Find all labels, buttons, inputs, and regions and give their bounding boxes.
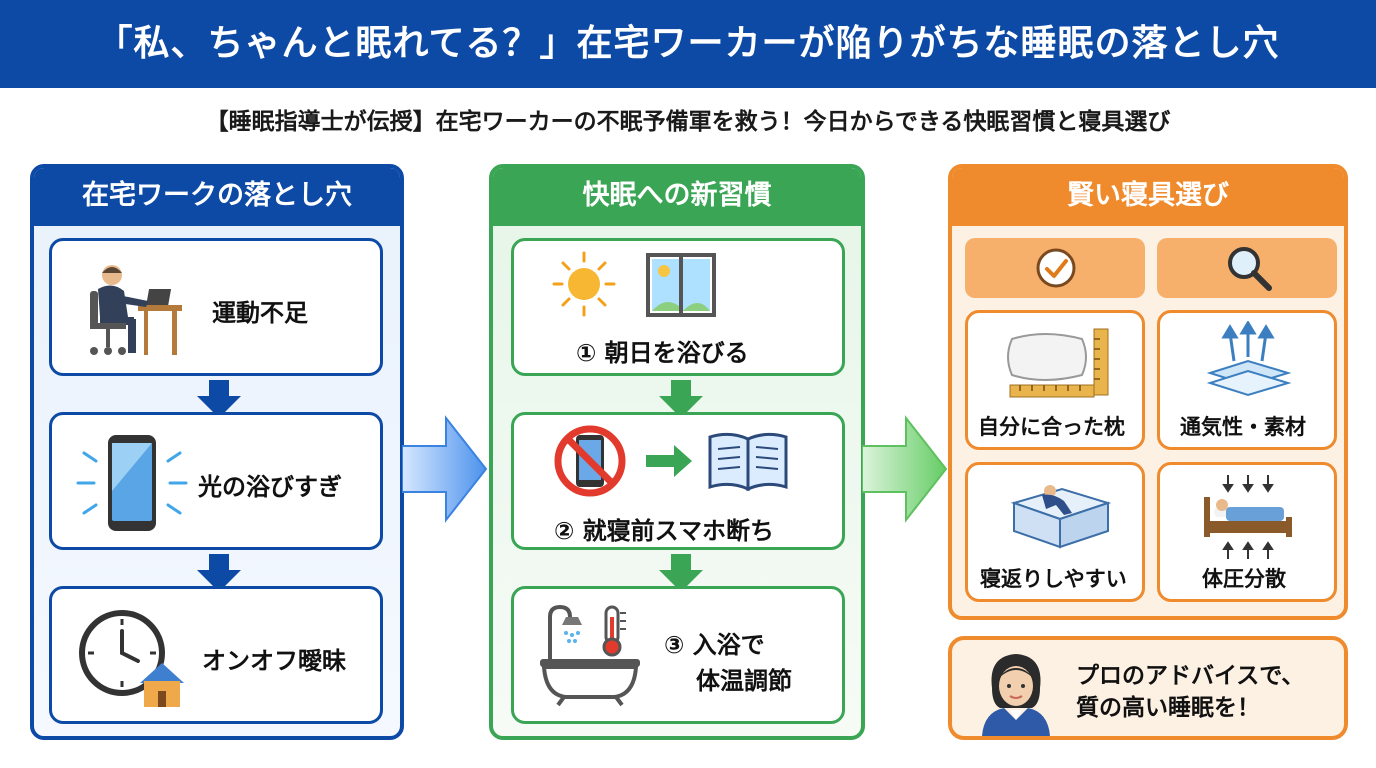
advice-box: プロのアドバイスで、 質の高い睡眠を！: [948, 636, 1348, 740]
pitfall-card-light: 光の浴びすぎ: [49, 412, 383, 550]
bedding-label-pillow: 自分に合った枕: [978, 415, 1125, 439]
down-arrow-icon: [659, 554, 703, 592]
transition-arrow-icon: [402, 415, 488, 523]
advice-line1: プロのアドバイスで、: [1076, 663, 1305, 689]
pitfall-label-light: 光の浴びすぎ: [198, 473, 342, 501]
pillow-ruler-icon: [1007, 328, 1109, 398]
smartphone-glow-icon: [76, 435, 188, 531]
page-title: 「私、ちゃんと眠れてる？」在宅ワーカーが陥りがちな睡眠の落とし穴: [96, 23, 1280, 64]
title-bar: [0, 0, 1376, 88]
down-arrow-icon: [659, 380, 703, 418]
advice-line2: 質の高い睡眠を！: [1076, 695, 1260, 721]
down-arrow-icon: [197, 380, 241, 418]
transition-arrow-icon: [862, 415, 948, 523]
habit-label-bath-line2: 体温調節: [696, 667, 792, 695]
desk-worker-icon: [90, 265, 182, 355]
habits-heading: 快眠への新習慣: [493, 168, 861, 226]
pitfall-card-onoff: オンオフ曖昧: [49, 586, 383, 724]
bedding-card-breathable: 通気性・素材: [1157, 310, 1337, 450]
clock-house-icon: [79, 610, 184, 707]
pitfalls-panel: 在宅ワークの落とし穴 運動不足: [30, 164, 404, 740]
sun-window-icon: [552, 251, 716, 317]
bed-pressure-icon: [1204, 475, 1292, 559]
habits-panel: 快眠への新習慣 ① 朝日を浴びる: [489, 164, 865, 740]
bedding-card-turnover: 寝返りしやすい: [965, 462, 1145, 602]
bedding-label-breathable: 通気性・素材: [1180, 415, 1306, 439]
habit-label-bath-line1: ③ 入浴で: [664, 631, 765, 659]
down-arrow-icon: [197, 554, 241, 592]
bath-thermometer-icon: [540, 604, 640, 707]
advisor-avatar-icon: [982, 654, 1050, 736]
bedding-card-pressure: 体圧分散: [1157, 462, 1337, 602]
no-phone-book-icon: [554, 425, 788, 497]
habit-card-sunlight: ① 朝日を浴びる: [511, 238, 845, 376]
magnifier-icon: [1228, 247, 1272, 291]
habit-label-sunlight: ① 朝日を浴びる: [576, 339, 749, 367]
habit-card-nophone: ② 就寝前スマホ断ち: [511, 412, 845, 550]
pitfall-label-onoff: オンオフ曖昧: [202, 647, 346, 675]
check-icon: [1036, 248, 1076, 288]
bedding-heading: 賢い寝具選び: [952, 168, 1344, 226]
bedding-column-search: [1157, 238, 1337, 298]
breathable-layers-icon: [1206, 321, 1292, 397]
bedding-label-pressure: 体圧分散: [1202, 567, 1286, 591]
advice-text: プロのアドバイスで、 質の高い睡眠を！: [1076, 660, 1336, 724]
bedding-label-turnover: 寝返りしやすい: [980, 567, 1127, 591]
habit-card-bath: ③ 入浴で 体温調節: [511, 586, 845, 724]
bedding-card-pillow: 自分に合った枕: [965, 310, 1145, 450]
bedding-panel: 賢い寝具選び 自分に合った枕: [948, 164, 1348, 620]
page-subtitle: 【睡眠指導士が伝授】在宅ワーカーの不眠予備軍を救う！今日からできる快眠習慣と寝具…: [205, 109, 1171, 135]
mattress-sleeper-icon: [1010, 485, 1112, 549]
bedding-column-check: [965, 238, 1145, 298]
pitfalls-heading: 在宅ワークの落とし穴: [34, 168, 400, 226]
pitfall-card-exercise: 運動不足: [49, 238, 383, 376]
habit-label-nophone: ② 就寝前スマホ断ち: [554, 517, 774, 545]
pitfall-label-exercise: 運動不足: [212, 299, 308, 327]
